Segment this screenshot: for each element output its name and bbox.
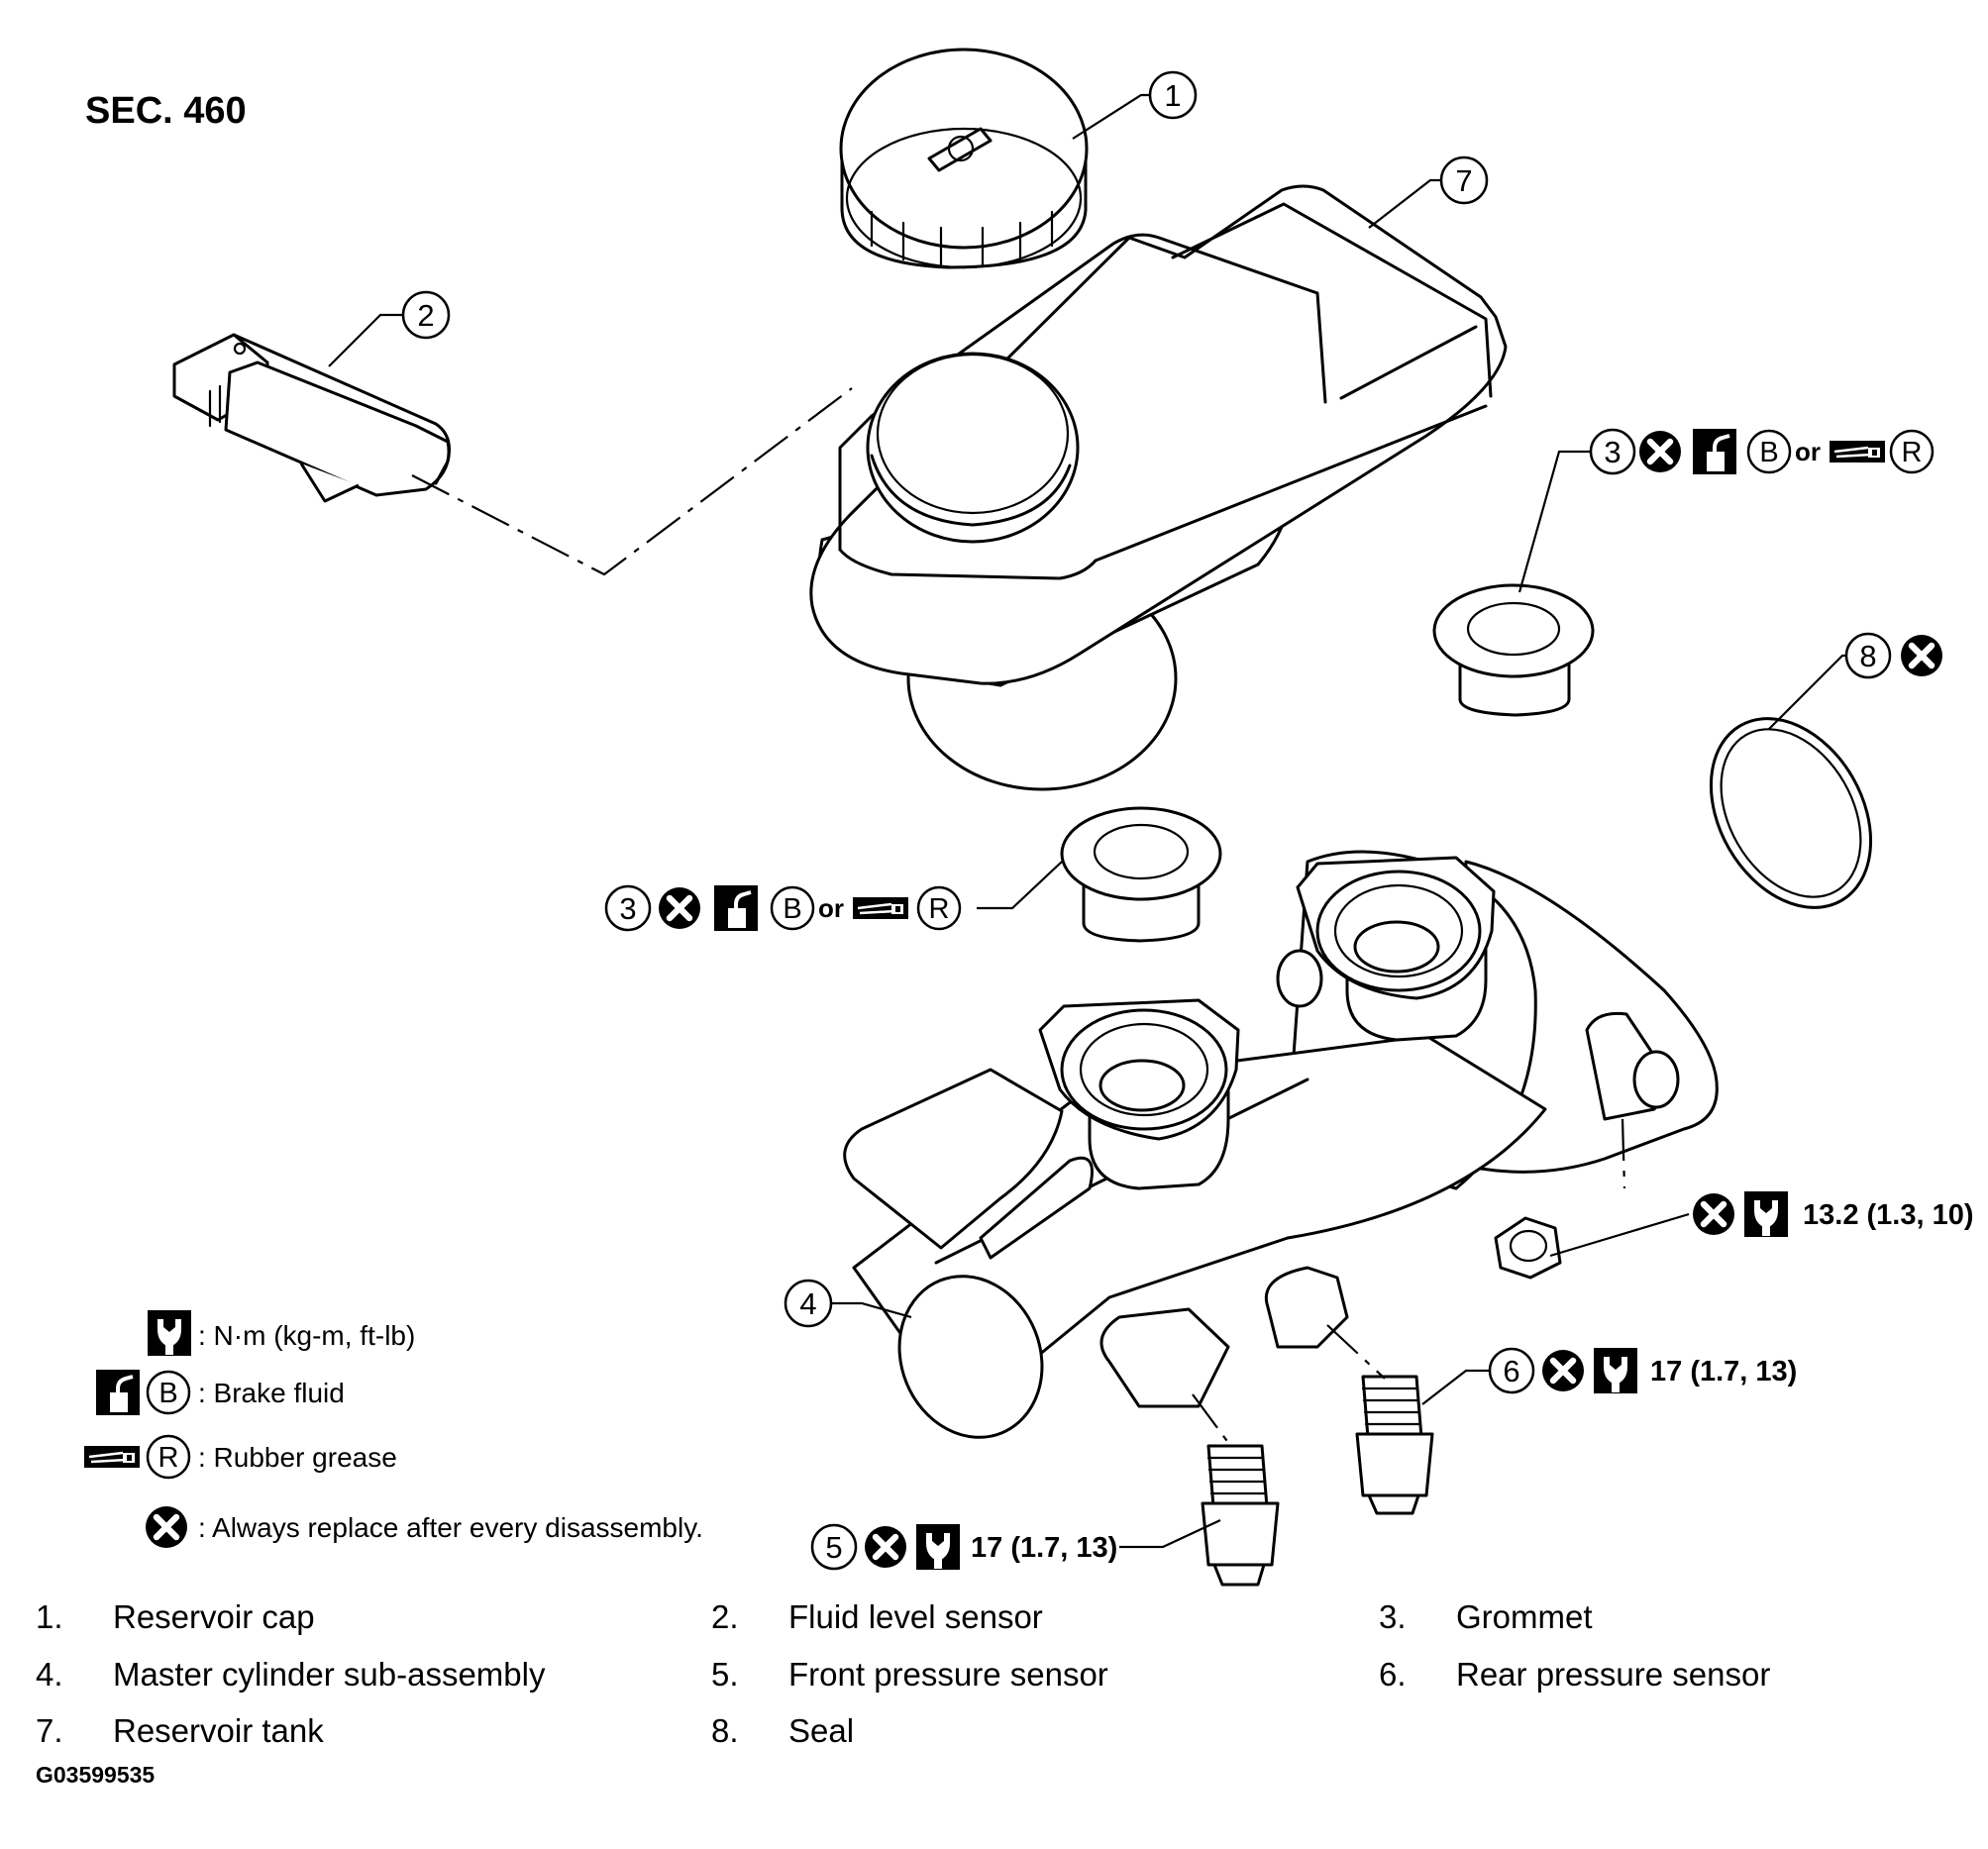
nut-drawing [1494, 1216, 1562, 1280]
part-7-name: Reservoir tank [113, 1712, 324, 1749]
reservoir-cap-drawing [839, 48, 1089, 269]
legend-torque-icon [148, 1310, 191, 1356]
replace-icon [1901, 635, 1942, 676]
callout-2: 2 [401, 290, 451, 340]
legend-torque-text: : N·m (kg-m, ft-lb) [198, 1320, 415, 1351]
legend-brake-fluid-text: : Brake fluid [198, 1378, 345, 1408]
rear-pressure-sensor-drawing [1355, 1375, 1434, 1515]
callout-7-label: 7 [1455, 163, 1472, 198]
or-label: or [818, 893, 844, 923]
part-5-name: Front pressure sensor [788, 1656, 1108, 1693]
callout-4-label: 4 [799, 1286, 816, 1321]
brake-fluid-icon [1692, 428, 1737, 475]
part-7-num: 7. [36, 1712, 63, 1749]
replace-icon [1542, 1350, 1584, 1391]
front-pressure-sensor-drawing [1201, 1444, 1280, 1587]
legend-brake-fluid-letter: B [158, 1378, 177, 1409]
part-8-num: 8. [711, 1712, 739, 1749]
part-1-name: Reservoir cap [113, 1598, 315, 1635]
seal-drawing [1709, 717, 1873, 909]
rubber-grease-letter: R [1902, 437, 1923, 468]
replace-icon [659, 887, 700, 929]
callout-6-label: 6 [1503, 1354, 1519, 1388]
callout-6: 6 17 (1.7, 13) [1488, 1347, 1797, 1394]
torque-wrench-icon [916, 1524, 960, 1570]
legend-rubber-grease-text: : Rubber grease [198, 1442, 397, 1473]
part-6-name: Rear pressure sensor [1456, 1656, 1770, 1693]
nut-torque-value: 13.2 (1.3, 10) [1803, 1199, 1974, 1231]
figure-code: G03599535 [36, 1762, 155, 1788]
callout-3-upper-label: 3 [1604, 435, 1621, 469]
part-4-num: 4. [36, 1656, 63, 1693]
nut-torque-callout: 13.2 (1.3, 10) [1693, 1191, 1974, 1237]
part-2-num: 2. [711, 1598, 739, 1635]
brake-fluid-letter: B [1759, 437, 1778, 468]
callout-2-label: 2 [417, 298, 434, 333]
torque-wrench-icon [1594, 1348, 1637, 1393]
part-5-num: 5. [711, 1656, 739, 1693]
part-1-num: 1. [36, 1598, 63, 1635]
rubber-grease-icon [1829, 439, 1886, 464]
callout-8-label: 8 [1859, 639, 1876, 673]
part-4-name: Master cylinder sub-assembly [113, 1656, 546, 1693]
legend-replace-icon [146, 1506, 187, 1548]
leader-lines [328, 93, 1850, 1549]
torque-wrench-icon [1744, 1191, 1788, 1237]
replace-icon [1639, 431, 1681, 472]
fluid-level-sensor-drawing [172, 333, 451, 503]
replace-icon [865, 1526, 906, 1568]
callout-1-label: 1 [1164, 78, 1181, 113]
callout-5: 5 17 (1.7, 13) [810, 1523, 1117, 1571]
legend-rubber-grease-icon [83, 1444, 141, 1470]
callout-3-lower: 3 B or R [604, 884, 962, 932]
callout-4: 4 [784, 1279, 833, 1328]
callout-3-upper: 3 B or R [1589, 428, 1935, 475]
part-3-num: 3. [1379, 1598, 1407, 1635]
legend-rubber-grease-letter: R [158, 1442, 179, 1474]
part-3-name: Grommet [1456, 1598, 1593, 1635]
callout-1: 1 [1148, 70, 1198, 120]
grommet-lower-drawing [1060, 806, 1222, 943]
section-title: SEC. 460 [85, 90, 247, 132]
rubber-grease-letter: R [929, 893, 950, 925]
callout-7: 7 [1439, 155, 1489, 205]
legend-brake-fluid-icon [95, 1369, 141, 1416]
master-cylinder-drawing [843, 850, 1719, 1439]
front-sensor-torque-value: 17 (1.7, 13) [971, 1532, 1117, 1564]
part-2-name: Fluid level sensor [788, 1598, 1043, 1635]
callout-3-lower-label: 3 [619, 891, 636, 926]
brake-fluid-icon [713, 884, 759, 932]
callout-5-label: 5 [825, 1530, 842, 1565]
reservoir-tank-drawing [809, 184, 1508, 791]
symbol-legend: : N·m (kg-m, ft-lb) B : Brake fluid R : … [83, 1310, 703, 1548]
grommet-upper-drawing [1432, 583, 1595, 717]
part-8-name: Seal [788, 1712, 854, 1749]
replace-icon [1693, 1193, 1734, 1235]
part-6-num: 6. [1379, 1656, 1407, 1693]
brake-fluid-letter: B [783, 893, 801, 925]
legend-replace-text: : Always replace after every disassembly… [198, 1512, 703, 1543]
rear-sensor-torque-value: 17 (1.7, 13) [1650, 1356, 1797, 1387]
parts-list: 1. Reservoir cap 2. Fluid level sensor 3… [36, 1598, 1770, 1749]
rubber-grease-icon [852, 895, 909, 921]
or-label: or [1795, 437, 1821, 466]
callout-8: 8 [1844, 632, 1942, 679]
